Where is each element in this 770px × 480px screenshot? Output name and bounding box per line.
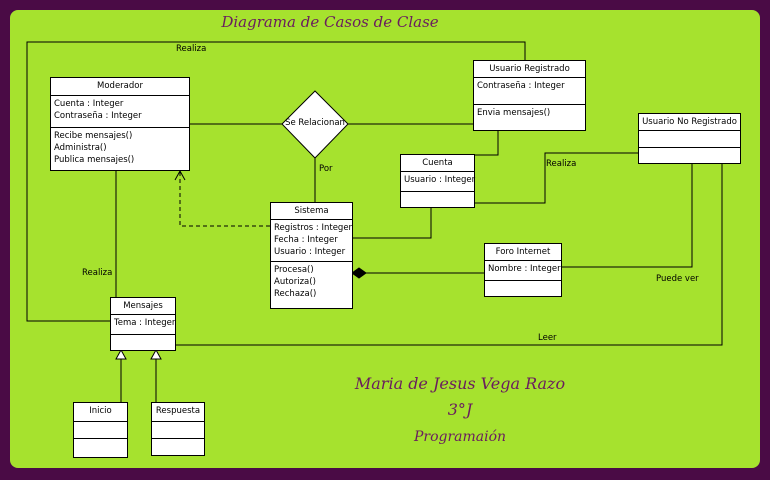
class-respuesta-attributes [152,422,204,439]
operation: Publica mensajes() [54,155,135,165]
attribute: Usuario : Integer [274,247,346,257]
inicio-inheritance-triangle [115,348,127,360]
operation: Rechaza() [274,289,317,299]
class-mensajes-operations [111,335,175,350]
class-mensajes-attributes: Tema : Integer [111,315,175,335]
class-respuesta[interactable]: Respuesta [151,402,205,456]
attribute: Nombre : Integer [488,264,561,274]
class-usuario-registrado[interactable]: Usuario Registrado Contraseña : Integer … [473,60,586,131]
class-usuario-no-registrado-name: Usuario No Registrado [639,114,740,131]
class-cuenta-attributes: Usuario : Integer [401,172,476,192]
dependency-arrowhead [174,169,186,181]
class-foro-internet-attributes: Nombre : Integer [485,261,561,281]
class-usuario-no-registrado[interactable]: Usuario No Registrado [638,113,741,164]
class-moderador[interactable]: Moderador Cuenta : Integer Contraseña : … [50,77,190,171]
class-sistema-attributes: Registros : Integer Fecha : Integer Usua… [271,220,352,262]
relationship-diamond [281,90,349,159]
class-usuario-no-registrado-operations [639,148,740,163]
author-name: Maria de Jesus Vega Razo [354,374,566,393]
class-inicio-name: Inicio [74,403,127,422]
class-foro-internet-name: Foro Internet [485,244,561,261]
puede-ver-label: Puede ver [656,274,699,284]
composition-diamond [351,267,367,279]
operation: Recibe mensajes() [54,131,133,141]
author-subject: Programaión [413,429,507,445]
puede-ver-connector [560,163,693,268]
realiza-top-label: Realiza [176,44,207,54]
cuenta-sistema-connector [352,208,432,239]
attribute: Registros : Integer [274,223,353,233]
class-foro-internet[interactable]: Foro Internet Nombre : Integer [484,243,562,297]
class-sistema-operations: Procesa() Autoriza() Rechaza() [271,262,352,302]
class-usuario-registrado-attributes: Contraseña : Integer [474,78,585,105]
class-respuesta-operations [152,439,204,455]
dependency-connector [179,172,270,227]
leer-connector [175,163,723,346]
operation: Envia mensajes() [477,108,551,118]
realiza-right-label: Realiza [546,159,577,169]
class-moderador-name: Moderador [51,78,189,96]
attribute: Fecha : Integer [274,235,338,245]
attribute: Contraseña : Integer [477,81,565,91]
class-inicio[interactable]: Inicio [73,402,128,458]
leer-label: Leer [538,333,557,343]
attribute: Contraseña : Integer [54,111,142,121]
class-sistema-name: Sistema [271,203,352,220]
attribute: Usuario : Integer [404,175,476,185]
author-group: 3°J [447,400,473,419]
class-usuario-registrado-operations: Envia mensajes() [474,105,585,121]
connector-layer [26,41,723,402]
operation: Administra() [54,143,107,153]
class-inicio-operations [74,439,127,457]
diagram-title: Diagrama de Casos de Clase [221,13,439,31]
class-cuenta[interactable]: Cuenta Usuario : Integer [400,154,475,208]
realiza-top-connector [26,41,526,322]
class-foro-internet-operations [485,281,561,296]
operation: Autoriza() [274,277,316,287]
class-sistema[interactable]: Sistema Registros : Integer Fecha : Inte… [270,202,353,309]
class-respuesta-name: Respuesta [152,403,204,422]
operation: Procesa() [274,265,314,275]
relationship-label: Se Relacionan [285,118,345,128]
realiza-right-connector [475,152,638,204]
attribute: Cuenta : Integer [54,99,124,109]
class-usuario-no-registrado-attributes [639,131,740,148]
diagram-canvas: Diagrama de Casos de Clase Moderador Cue… [10,10,760,468]
class-moderador-attributes: Cuenta : Integer Contraseña : Integer [51,96,189,128]
class-usuario-registrado-name: Usuario Registrado [474,61,585,78]
class-mensajes[interactable]: Mensajes Tema : Integer [110,297,176,351]
realiza-left-label: Realiza [82,268,113,278]
usuario-registrado-cuenta-connector [440,130,499,156]
class-moderador-operations: Recibe mensajes() Administra() Publica m… [51,128,189,168]
attribute: Tema : Integer [114,318,176,328]
class-mensajes-name: Mensajes [111,298,175,315]
class-cuenta-operations [401,192,474,206]
por-label: Por [319,164,333,174]
respuesta-inheritance-triangle [150,348,162,360]
class-inicio-attributes [74,422,127,439]
class-cuenta-name: Cuenta [401,155,474,172]
